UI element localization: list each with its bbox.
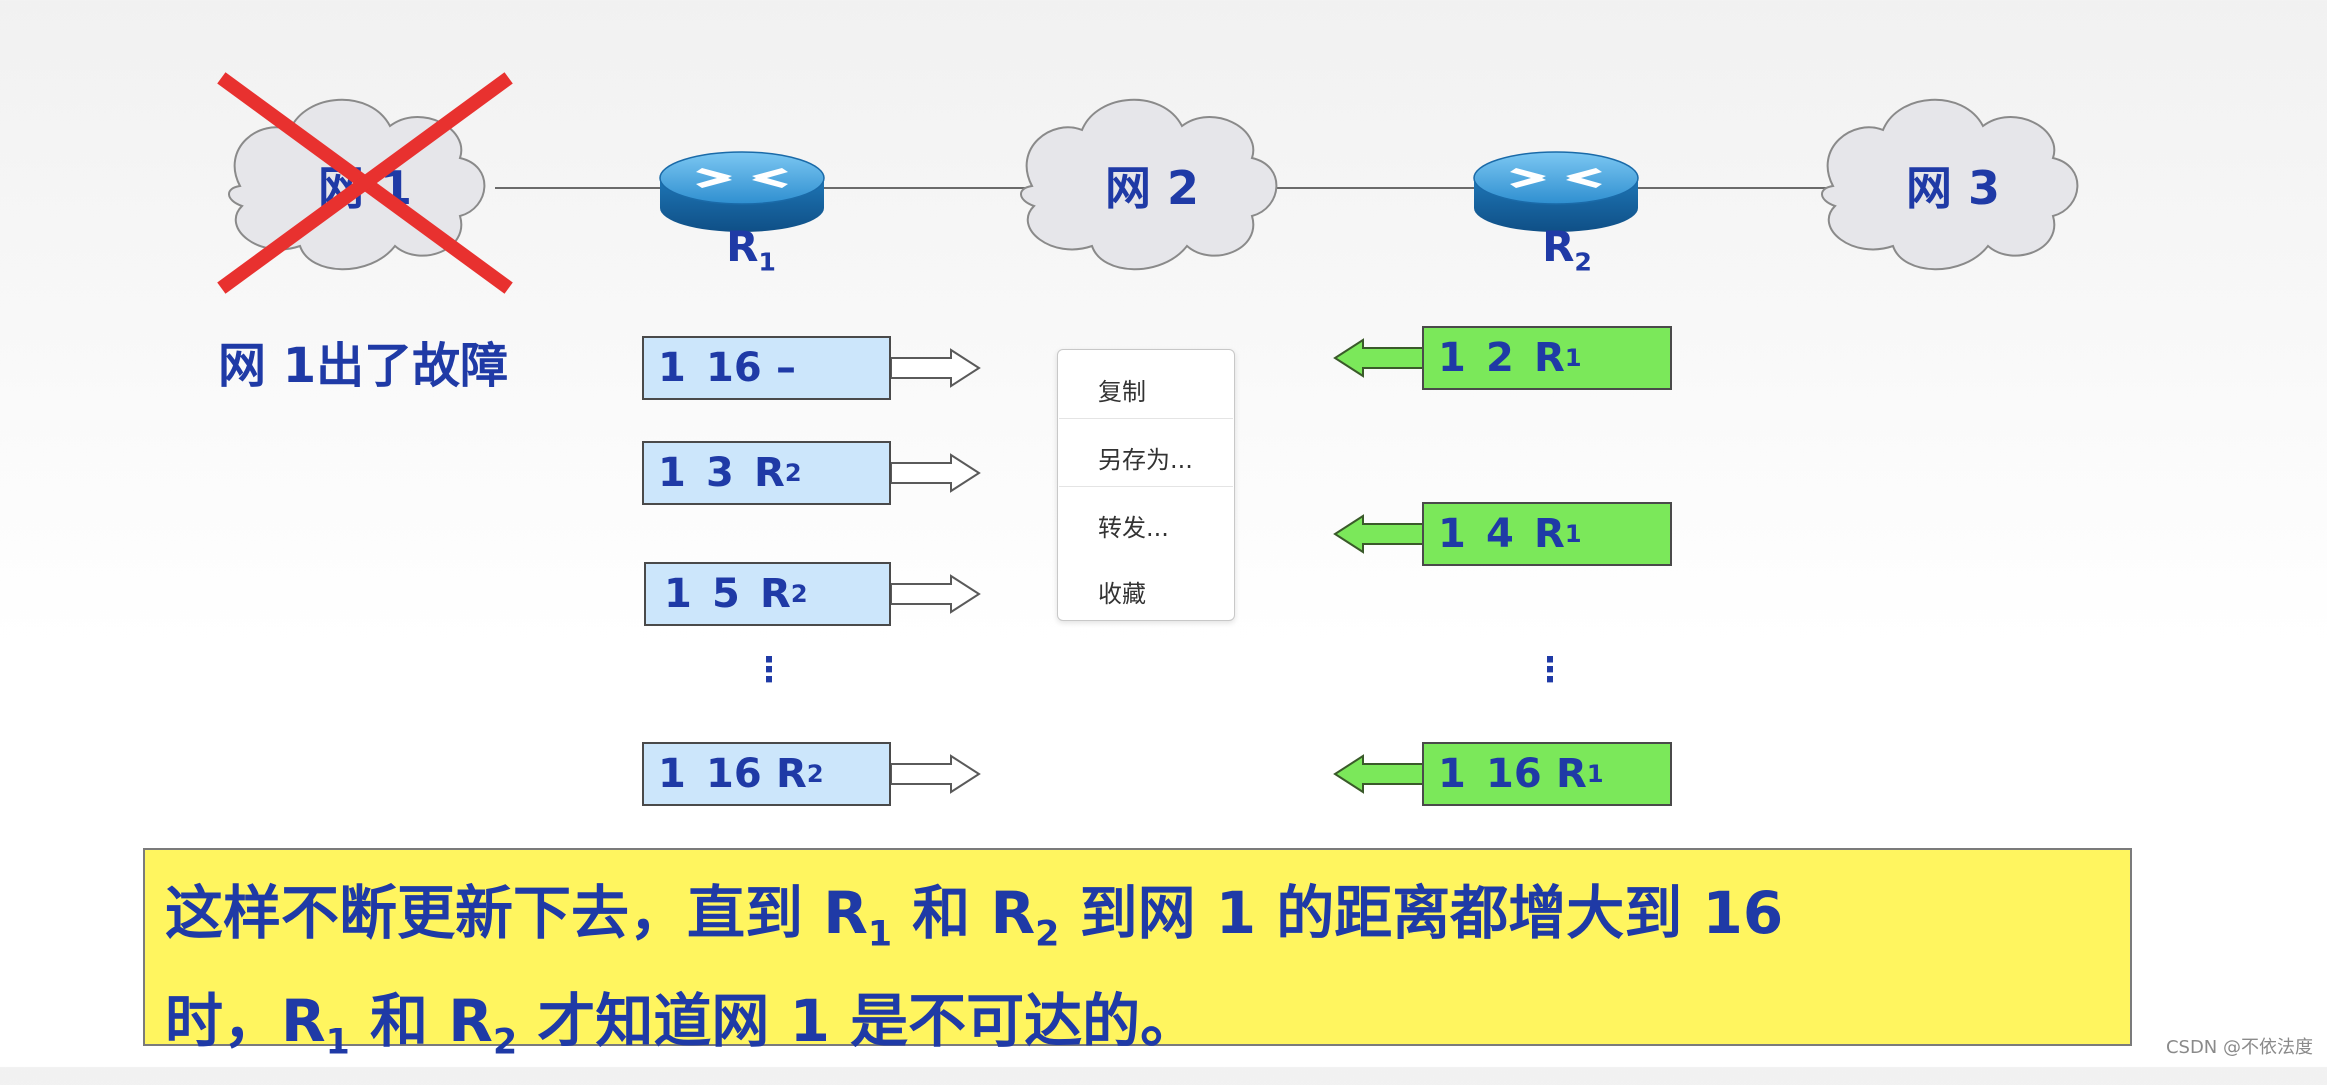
router-r2-label: R2: [1542, 222, 1592, 277]
router-r1-label: R1: [726, 222, 776, 277]
arrow-right-icon: [890, 453, 981, 493]
arrow-right-icon: [890, 348, 981, 388]
arrow-right-icon: [890, 754, 981, 794]
router-r2-icon: [1473, 151, 1639, 232]
context-menu-favorite[interactable]: 收藏: [1098, 580, 1146, 608]
router-r1-icon: [659, 151, 825, 232]
watermark: CSDN @不依法度: [2165, 1037, 2313, 1058]
note-line-2: 时，R1 和 R2 才知道网 1 是不可达的。: [165, 986, 1199, 1063]
cloud-net3: [1821, 98, 2079, 271]
arrow-right-icon: [890, 574, 981, 614]
r2-ellipsis: ⋮: [1533, 650, 1567, 690]
arrow-left-icon: [1333, 754, 1424, 794]
fault-label: 网 1出了故障: [218, 338, 509, 394]
fault-cross-icon: [217, 72, 513, 294]
net3-label: 网 3: [1905, 161, 2001, 215]
r1-ellipsis: ⋮: [752, 650, 786, 690]
arrow-left-icon: [1333, 338, 1424, 378]
context-menu-divider: [1059, 418, 1233, 419]
context-menu-forward[interactable]: 转发...: [1098, 514, 1169, 542]
arrow-left-icon: [1333, 514, 1424, 554]
context-menu-copy[interactable]: 复制: [1098, 378, 1146, 406]
net2-label: 网 2: [1104, 161, 1200, 215]
explanation-note: 这样不断更新下去，直到 R1 和 R2 到网 1 的距离都增大到 16 时，R1…: [143, 848, 2132, 1062]
context-menu-save-as[interactable]: 另存为...: [1098, 446, 1193, 474]
context-menu: 复制 另存为... 转发... 收藏: [1057, 349, 1235, 621]
context-menu-divider: [1059, 486, 1233, 487]
note-line-1: 这样不断更新下去，直到 R1 和 R2 到网 1 的距离都增大到 16: [165, 879, 1784, 955]
cloud-net2: [1020, 98, 1278, 271]
